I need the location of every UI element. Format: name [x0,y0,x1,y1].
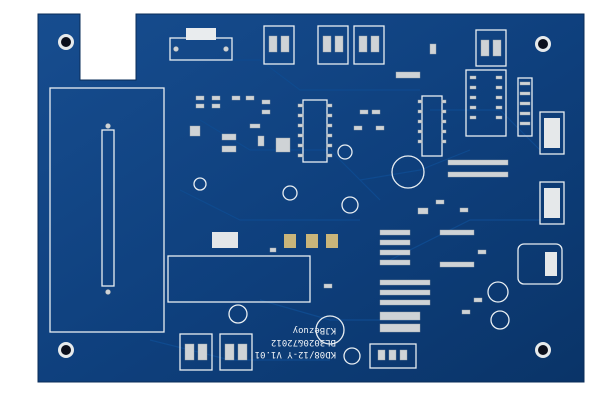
board-model-label: KD08/12-Y V1.01 [255,349,336,359]
terminal-blocks-bottom [179,333,417,371]
top-component [169,28,233,61]
power-module-footprint [49,87,165,333]
terminal-blocks-top [263,25,507,67]
smd-pad-region [167,232,338,303]
ic-footprints [297,69,533,163]
inductor-footprint [517,111,565,285]
smd-pad-rows [379,159,509,333]
board-date-label: BL3020&72012 [271,337,336,347]
pcb-board [37,13,585,383]
board-maker-label: KJBezuoy [292,325,336,335]
mounting-holes [58,34,551,358]
small-smd-components [189,43,487,315]
capacitor-footprints [193,144,510,365]
